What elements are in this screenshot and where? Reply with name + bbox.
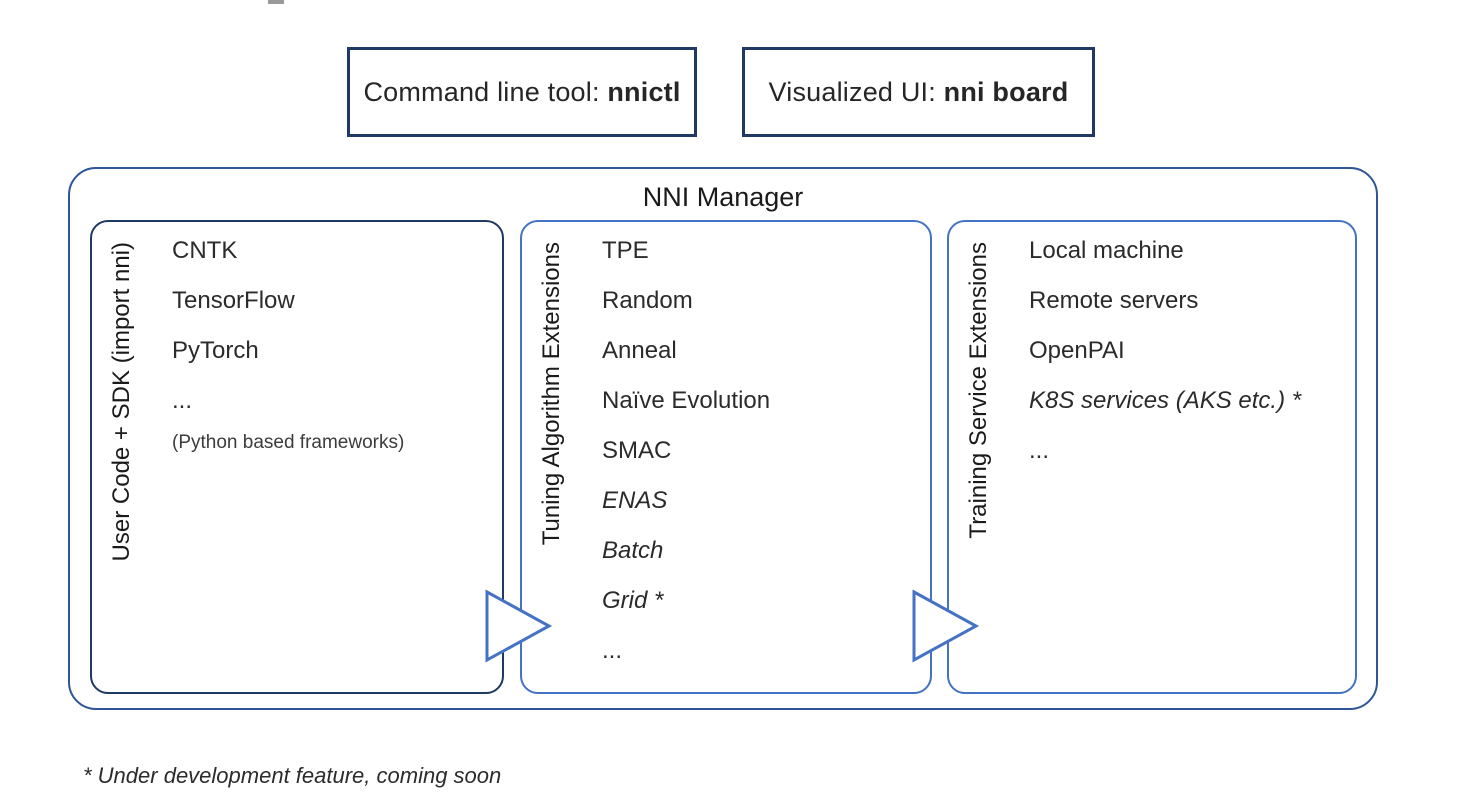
flow-arrow-icon	[912, 589, 980, 663]
list-item: ENAS	[602, 487, 668, 514]
footnote: * Under development feature, coming soon	[83, 763, 502, 788]
flow-arrow-icon	[485, 589, 553, 663]
command-line-tool-label: Command line tool: nnictl	[363, 77, 680, 108]
list-item: Grid *	[602, 587, 664, 614]
nni-manager-box: NNI Manager User Code + SDK (import nni)…	[68, 167, 1378, 710]
topbox-prefix: Visualized UI:	[768, 76, 944, 107]
list-item: ...	[602, 637, 623, 664]
list-item: Remote servers	[1029, 287, 1199, 314]
list-item: Batch	[602, 537, 664, 564]
nni-manager-title: NNI Manager	[642, 182, 804, 212]
list-item: Naïve Evolution	[602, 387, 771, 414]
list-item: Local machine	[1029, 237, 1184, 264]
topbox-strong: nnictl	[607, 76, 681, 107]
user-code-column-label: User Code + SDK (import nni)	[108, 242, 135, 562]
list-item: (Python based frameworks)	[172, 432, 405, 453]
list-item: OpenPAI	[1029, 337, 1125, 364]
list-item: TPE	[602, 237, 649, 264]
visualized-ui-label: Visualized UI: nni board	[769, 77, 1069, 108]
topbox-prefix: Command line tool:	[363, 76, 608, 107]
list-item: Anneal	[602, 337, 677, 364]
list-item: PyTorch	[172, 337, 259, 364]
list-item: Random	[602, 287, 693, 314]
list-item: ...	[1029, 437, 1050, 464]
list-item: ...	[172, 387, 193, 414]
command-line-tool-box: Command line tool: nnictl	[347, 47, 697, 137]
user-code-column: User Code + SDK (import nni) CNTK TensorF…	[90, 220, 504, 694]
screen-artifact	[268, 0, 284, 4]
list-item: TensorFlow	[172, 287, 295, 314]
topbox-strong: nni board	[943, 76, 1069, 107]
list-item: K8S services (AKS etc.) *	[1029, 387, 1302, 414]
visualized-ui-box: Visualized UI: nni board	[742, 47, 1095, 137]
training-service-column: Training Service Extensions Local machin…	[947, 220, 1357, 694]
list-item: CNTK	[172, 237, 238, 264]
list-item: SMAC	[602, 437, 672, 464]
